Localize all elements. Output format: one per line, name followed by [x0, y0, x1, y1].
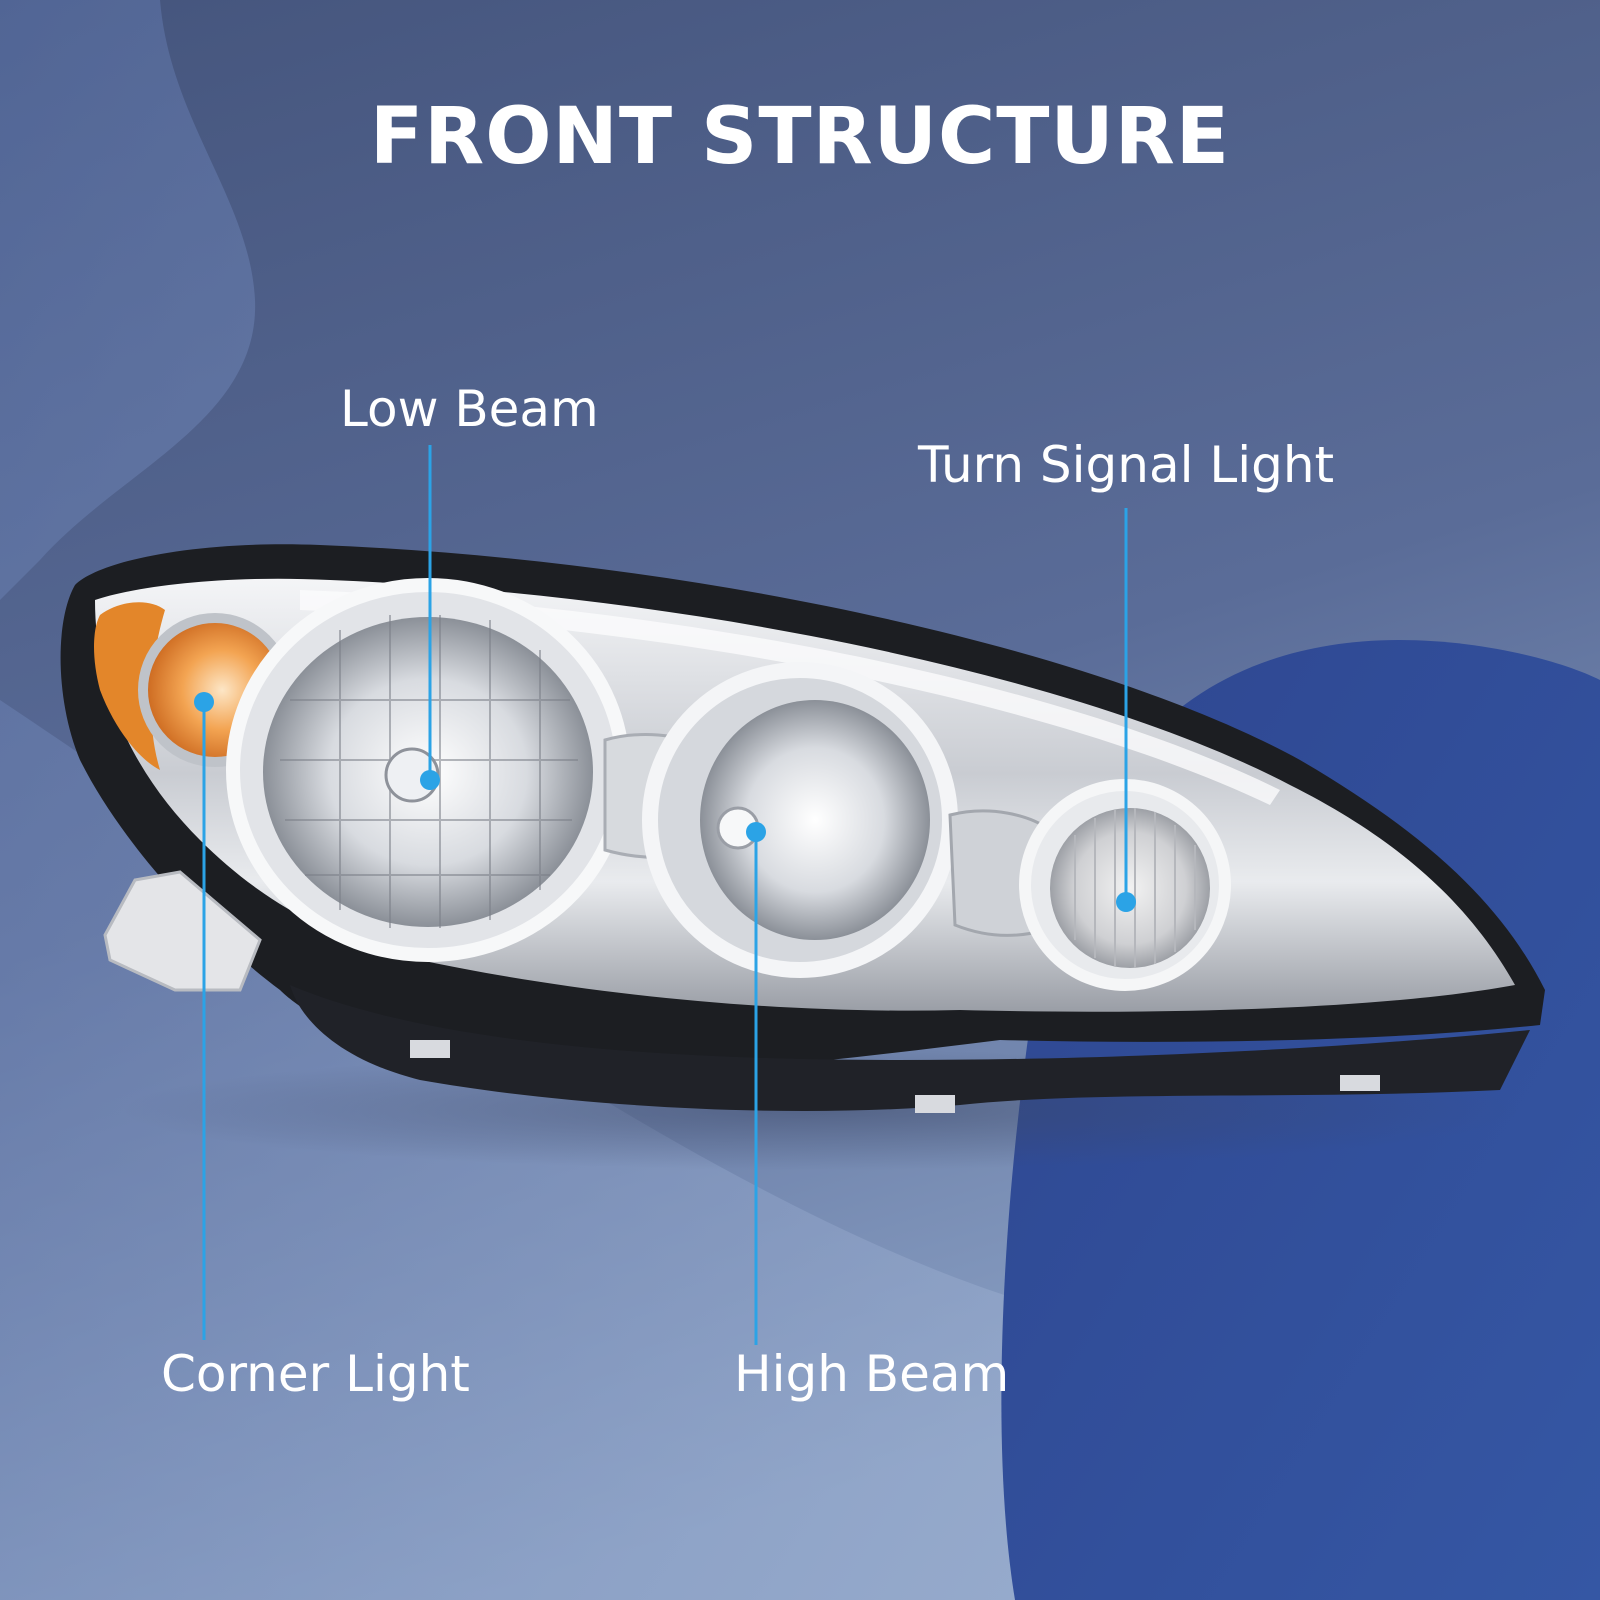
high-beam-label: High Beam: [734, 1345, 1010, 1403]
high-beam-callout-dot: [746, 822, 766, 842]
background-left-shape: [0, 0, 1020, 1600]
mount-bracket: [103, 870, 262, 992]
housing-lower-lip: [290, 985, 1530, 1111]
corner-light-amber: [94, 602, 165, 770]
mount-clip-3: [1340, 1075, 1380, 1091]
callouts: [194, 445, 1136, 1345]
mount-clip-1: [410, 1040, 450, 1058]
turn-signal-ribs: [1074, 808, 1196, 968]
page-title: FRONT STRUCTURE: [369, 92, 1231, 182]
low-beam-callout-dot: [420, 770, 440, 790]
corner-light-callout-dot: [194, 692, 214, 712]
turn-signal-lens: [1050, 808, 1210, 968]
low-beam-label: Low Beam: [340, 380, 599, 438]
turn-signal-label: Turn Signal Light: [918, 436, 1335, 494]
turn-signal-callout-dot: [1116, 892, 1136, 912]
corner-light-label: Corner Light: [161, 1345, 470, 1403]
mount-clip-2: [915, 1095, 955, 1113]
